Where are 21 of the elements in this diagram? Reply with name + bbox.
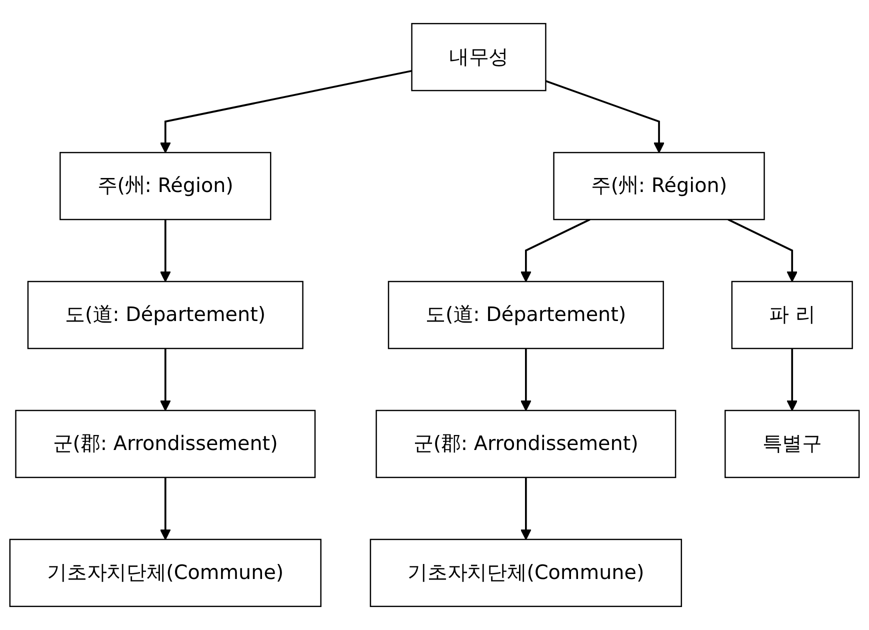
node-box: 주(州: Région): [553, 152, 765, 220]
arrow: [520, 348, 532, 411]
arrow: [160, 220, 171, 282]
node-box: 도(道: Département): [388, 280, 664, 350]
arrow: [728, 218, 798, 282]
node-box: 내무성: [411, 22, 546, 92]
node-box: 도(道: Département): [27, 280, 304, 350]
node-box: 군(郡: Arrondissement): [15, 410, 316, 478]
node-box: 군(郡: Arrondissement): [376, 410, 676, 478]
node-box: 주(州: Région): [60, 152, 272, 220]
arrow: [160, 70, 412, 154]
node-box: 파 리: [731, 280, 853, 350]
arrow: [160, 477, 171, 540]
node-box: 기초자치단체(Commune): [9, 538, 322, 608]
arrow: [520, 218, 590, 282]
arrow: [160, 348, 171, 411]
arrow: [545, 80, 664, 154]
arrow: [786, 348, 798, 411]
node-box: 특별구: [724, 410, 860, 478]
arrow: [520, 477, 532, 540]
node-box: 기초자치단체(Commune): [370, 538, 682, 608]
